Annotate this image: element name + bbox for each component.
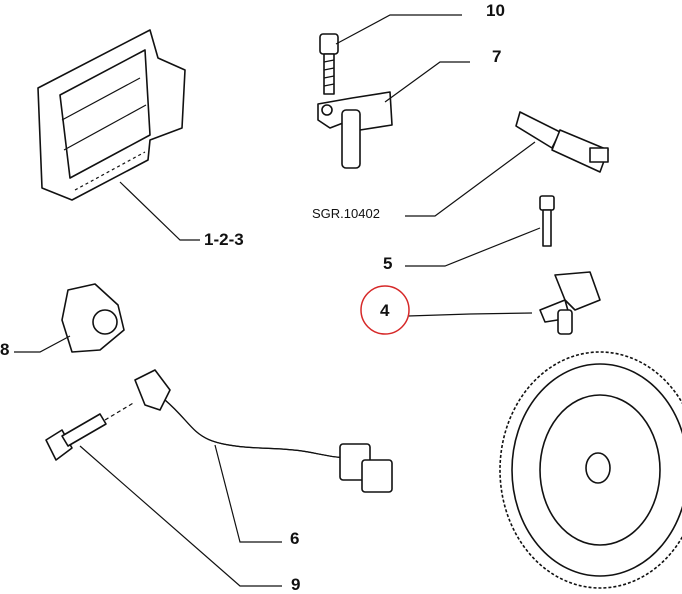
label-1-2-3[interactable]: 1-2-3 <box>204 230 244 249</box>
label-4[interactable]: 4 <box>380 301 390 320</box>
screw <box>539 195 555 247</box>
leader-lines <box>14 14 541 587</box>
knock-sensor <box>61 283 125 353</box>
bolt-bottom <box>45 401 136 461</box>
label-9[interactable]: 9 <box>291 575 301 594</box>
harness-sensor <box>134 369 393 493</box>
label-8[interactable]: 8 <box>0 340 10 359</box>
highlight-circle <box>360 285 410 335</box>
label-7[interactable]: 7 <box>492 47 502 66</box>
flywheel <box>499 351 682 589</box>
label-10[interactable]: 10 <box>486 1 505 20</box>
bolt-top <box>319 33 339 95</box>
rpm-sensor <box>539 271 601 335</box>
label-5[interactable]: 5 <box>383 254 393 273</box>
engine-control-unit <box>37 29 186 201</box>
camshaft-sensor <box>317 91 393 169</box>
label-sgr[interactable]: SGR.10402 <box>312 206 380 221</box>
label-6[interactable]: 6 <box>290 529 300 548</box>
temperature-sensor <box>515 111 609 173</box>
